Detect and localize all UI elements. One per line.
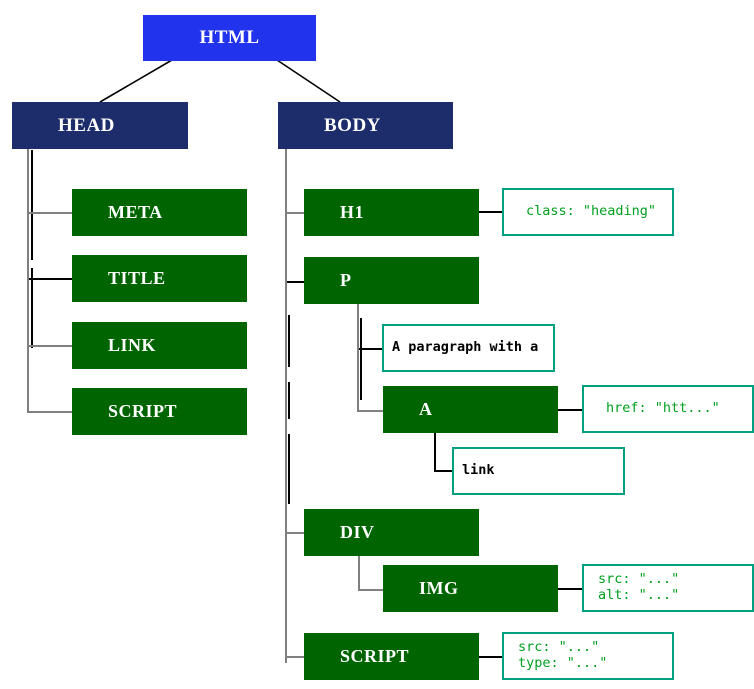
node-p[interactable]: P (304, 257, 479, 304)
body-branch-div (285, 532, 307, 534)
h1-attr-connector (479, 211, 504, 213)
node-title-label: TITLE (108, 268, 166, 288)
node-head[interactable]: HEAD (12, 102, 188, 149)
body-branch-p (287, 281, 307, 283)
body-trunk-overlay-3 (288, 434, 290, 504)
node-html-label: HTML (199, 27, 260, 48)
p-trunk-line (357, 302, 359, 411)
p-branch-text (359, 348, 384, 350)
a-attr-connector (557, 409, 584, 411)
node-img[interactable]: IMG (383, 565, 558, 612)
head-branch-title (29, 278, 74, 280)
attr-a-href-text: href: "htt..." (606, 400, 720, 417)
text-node-a[interactable]: link (452, 447, 625, 495)
body-trunk-overlay-2 (288, 382, 290, 419)
body-trunk-line (285, 148, 287, 663)
node-a-label: A (419, 399, 433, 419)
attr-h1-class-text: class: "heading" (526, 203, 657, 220)
node-body-script-label: SCRIPT (340, 646, 410, 666)
head-trunk-overlay-2 (31, 268, 33, 348)
node-div[interactable]: DIV (304, 509, 479, 556)
text-node-a-content: link (462, 462, 495, 479)
node-p-label: P (340, 270, 352, 290)
p-branch-a (357, 410, 385, 412)
node-h1[interactable]: H1 (304, 189, 479, 236)
body-branch-h1 (285, 212, 307, 214)
head-trunk-line (27, 148, 29, 413)
node-link-label: LINK (108, 335, 157, 355)
node-h1-label: H1 (340, 202, 365, 222)
attr-img-src-text: src: "..." (598, 571, 680, 588)
head-trunk-overlay-1 (31, 150, 33, 260)
node-meta[interactable]: META (72, 189, 247, 236)
head-branch-script (27, 411, 74, 413)
node-html[interactable]: HTML (143, 15, 316, 61)
node-link[interactable]: LINK (72, 322, 247, 369)
attr-img-alt-text: alt: "..." (598, 587, 680, 603)
attr-box-a-href[interactable]: href: "htt..." (582, 385, 754, 433)
attr-box-h1-class[interactable]: class: "heading" (502, 188, 674, 236)
attr-script-src-text: src: "..." (518, 639, 600, 656)
node-body[interactable]: BODY (278, 102, 453, 149)
node-title[interactable]: TITLE (72, 255, 247, 302)
node-meta-label: META (108, 202, 163, 222)
img-attr-connector (557, 588, 584, 590)
head-branch-link (27, 345, 74, 347)
node-a[interactable]: A (383, 386, 558, 433)
attr-box-img[interactable]: src: "..." alt: "..." (582, 564, 754, 612)
text-node-p-content: A paragraph with a (392, 339, 539, 356)
head-branch-meta (27, 212, 74, 214)
node-head-label: HEAD (58, 114, 115, 136)
node-head-script-label: SCRIPT (108, 401, 178, 421)
a-branch-text (434, 470, 456, 472)
node-img-label: IMG (419, 578, 459, 598)
body-branch-script (285, 656, 307, 658)
attr-box-script[interactable]: src: "..." type: "..." (502, 632, 674, 680)
div-branch-img (358, 589, 386, 591)
node-body-script[interactable]: SCRIPT (304, 633, 479, 680)
node-div-label: DIV (340, 522, 375, 542)
attr-script-type-text: type: "..." (518, 655, 608, 671)
div-trunk-line (358, 556, 360, 591)
a-trunk-line (434, 433, 436, 471)
node-head-script[interactable]: SCRIPT (72, 388, 247, 435)
text-node-p[interactable]: A paragraph with a (382, 324, 555, 372)
body-trunk-overlay-1 (288, 315, 290, 367)
node-body-label: BODY (324, 114, 381, 136)
script-attr-connector (479, 656, 504, 658)
p-trunk-overlay (360, 318, 362, 400)
